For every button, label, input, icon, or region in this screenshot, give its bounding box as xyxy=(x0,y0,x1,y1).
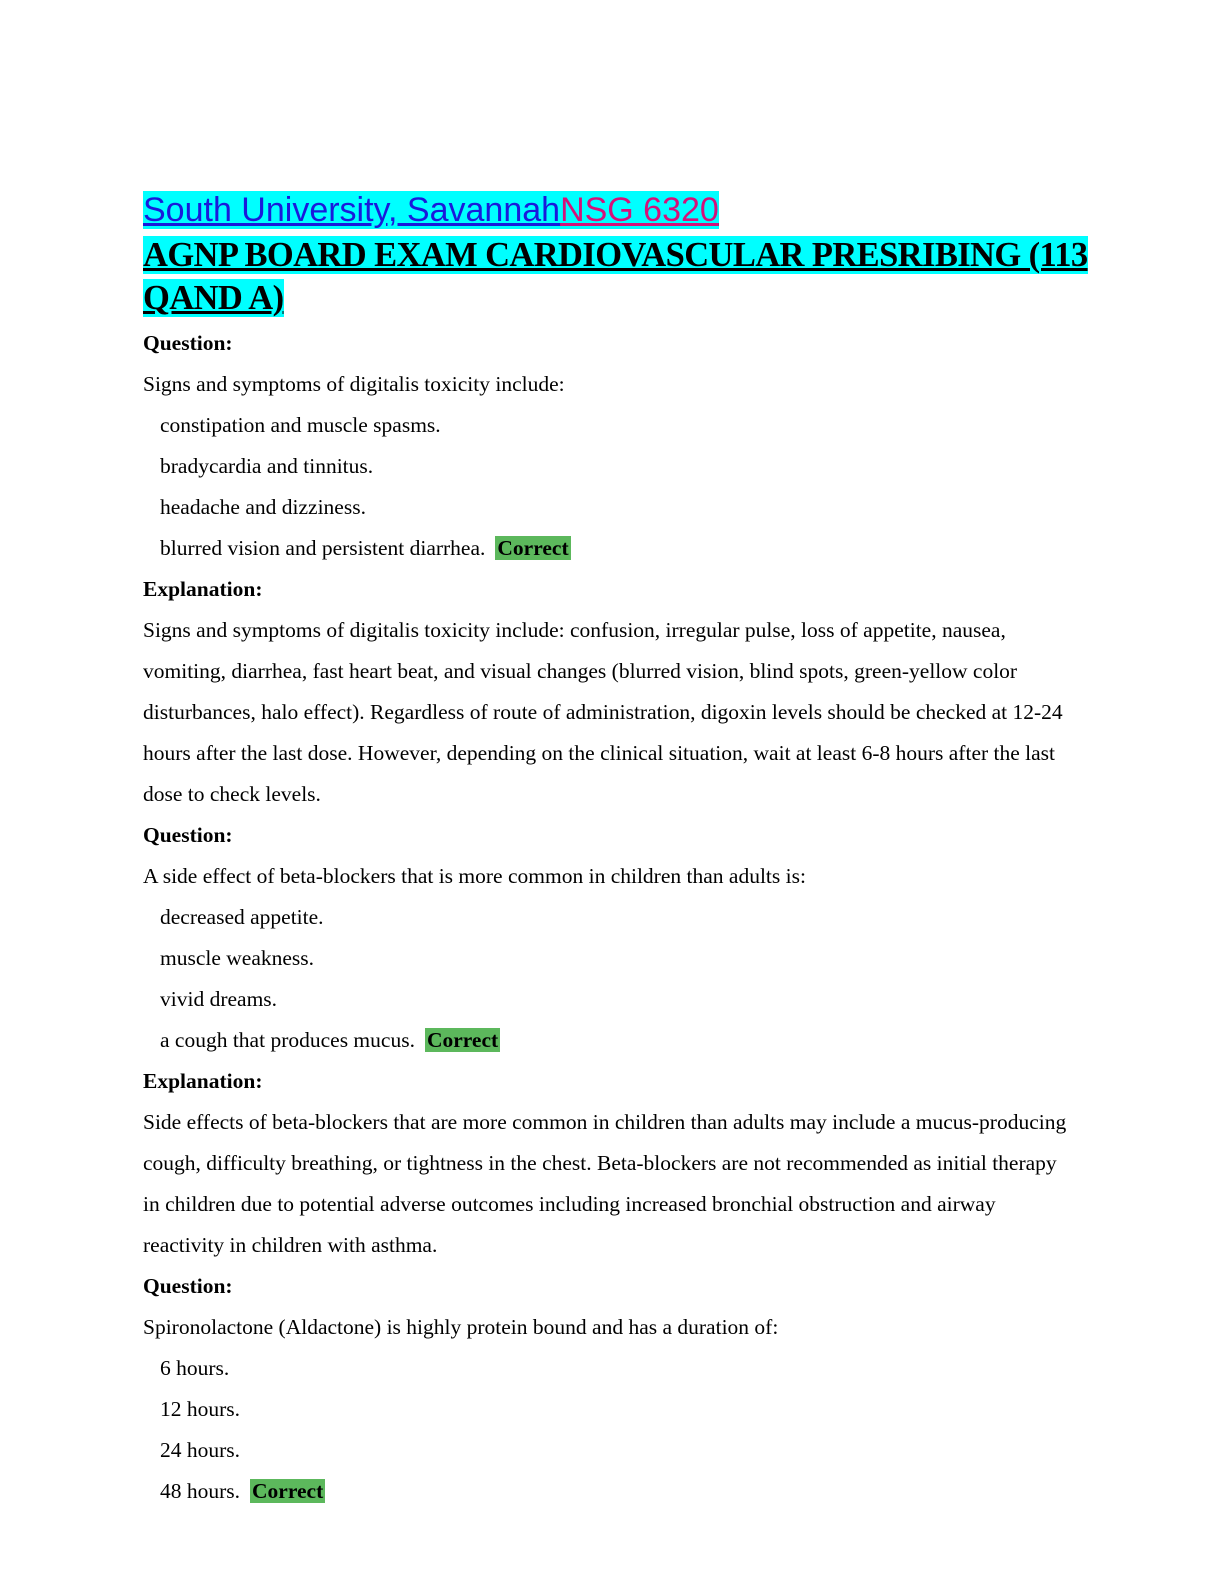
answer-option: decreased appetite. xyxy=(143,897,1088,938)
question-label: Question: xyxy=(143,823,233,847)
answer-option: headache and dizziness. xyxy=(143,487,1088,528)
answer-option: 48 hours. Correct xyxy=(143,1471,1088,1512)
answer-option: 24 hours. xyxy=(143,1430,1088,1471)
document-page: South University, SavannahNSG 6320 AGNP … xyxy=(143,189,1088,1512)
answer-option: muscle weakness. xyxy=(143,938,1088,979)
answer-option-text: 24 hours. xyxy=(160,1438,241,1462)
question-text: A side effect of beta-blockers that is m… xyxy=(143,864,806,888)
answer-option: constipation and muscle spasms. xyxy=(143,405,1088,446)
answer-option-text: blurred vision and persistent diarrhea. xyxy=(160,536,486,560)
answer-option-text: a cough that produces mucus. xyxy=(160,1028,415,1052)
correct-badge: Correct xyxy=(495,536,571,560)
document-title-text: AGNP BOARD EXAM CARDIOVASCULAR PRESRIBIN… xyxy=(143,236,1088,317)
question-text: Spironolactone (Aldactone) is highly pro… xyxy=(143,1315,779,1339)
question-label: Question: xyxy=(143,1274,233,1298)
question-text: Signs and symptoms of digitalis toxicity… xyxy=(143,372,565,396)
answer-option: a cough that produces mucus. Correct xyxy=(143,1020,1088,1061)
answer-option-text: headache and dizziness. xyxy=(160,495,366,519)
answer-option-text: 48 hours. xyxy=(160,1479,241,1503)
course-link[interactable]: NSG 6320 xyxy=(560,191,719,229)
answer-option-text: decreased appetite. xyxy=(160,905,324,929)
answer-option: bradycardia and tinnitus. xyxy=(143,446,1088,487)
document-title: AGNP BOARD EXAM CARDIOVASCULAR PRESRIBIN… xyxy=(143,234,1088,320)
answer-option: vivid dreams. xyxy=(143,979,1088,1020)
explanation-label: Explanation: xyxy=(143,1069,263,1093)
answer-option-text: muscle weakness. xyxy=(160,946,315,970)
qa-list: Question: Signs and symptoms of digitalis… xyxy=(143,323,1088,1512)
answer-option-text: bradycardia and tinnitus. xyxy=(160,454,374,478)
answer-option-text: 12 hours. xyxy=(160,1397,241,1421)
correct-badge: Correct xyxy=(424,1028,501,1052)
answer-option-text: vivid dreams. xyxy=(160,987,278,1011)
explanation-text: Signs and symptoms of digitalis toxicity… xyxy=(143,618,1063,806)
answer-option-text: 6 hours. xyxy=(160,1356,230,1380)
header-links: South University, SavannahNSG 6320 xyxy=(143,191,719,229)
explanation-text: Side effects of beta-blockers that are m… xyxy=(143,1110,1067,1257)
correct-badge: Correct xyxy=(250,1479,326,1503)
answer-option-text: constipation and muscle spasms. xyxy=(160,413,441,437)
answer-option: blurred vision and persistent diarrhea. C… xyxy=(143,528,1088,569)
answer-option: 12 hours. xyxy=(143,1389,1088,1430)
school-link[interactable]: South University, Savannah xyxy=(143,191,561,229)
answer-option: 6 hours. xyxy=(143,1348,1088,1389)
explanation-label: Explanation: xyxy=(143,577,263,601)
question-label: Question: xyxy=(143,331,233,355)
